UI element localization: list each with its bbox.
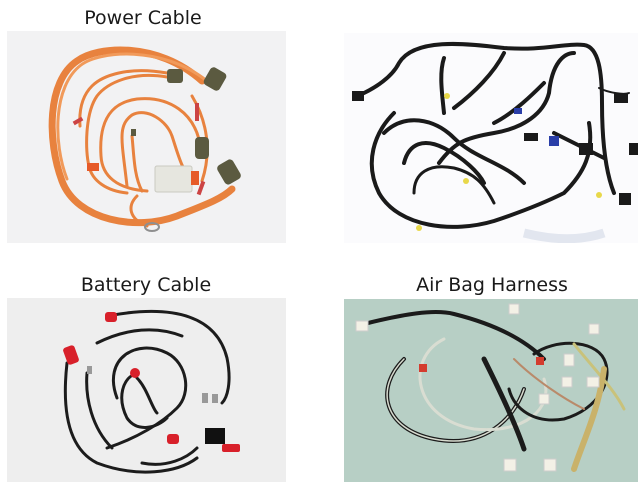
power-cable-image [7, 31, 286, 243]
battery-cable-illustration [63, 309, 240, 474]
battery-cable-image [7, 298, 286, 482]
power-cable-caption: Power Cable [84, 7, 202, 29]
air-bag-harness-image [344, 299, 638, 482]
air-bag-harness-caption: Air Bag Harness [416, 274, 568, 296]
wiring-harness-illustration [352, 41, 638, 243]
wiring-harness-image [344, 33, 638, 243]
power-cable-illustration [48, 46, 241, 232]
air-bag-harness-illustration [355, 303, 626, 472]
battery-cable-caption: Battery Cable [80, 274, 212, 296]
